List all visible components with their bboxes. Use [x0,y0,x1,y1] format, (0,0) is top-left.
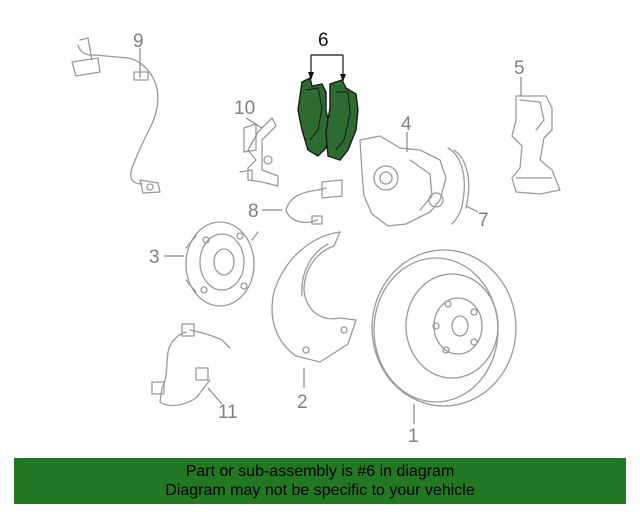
part-9-sensor-cable[interactable] [71,37,161,194]
banner-line-1: Part or sub-assembly is #6 in diagram [185,463,455,480]
info-banner: Part or sub-assembly is #6 in diagram Di… [14,458,626,504]
callout-7: 7 [478,210,489,231]
callout-5: 5 [514,58,525,79]
callout-2: 2 [297,392,308,413]
callout-3: 3 [149,247,160,268]
callout-1: 1 [408,426,419,447]
callout-8: 8 [248,201,259,222]
leader-7 [465,205,479,213]
leader-6-arrows [308,72,346,82]
leader-10 [245,117,263,129]
part-2-dust-shield[interactable] [271,231,357,363]
part-7-spring-clip[interactable] [447,147,470,225]
part-1-brake-rotor[interactable] [371,249,517,407]
part-4-caliper[interactable] [359,135,447,227]
part-8-wear-sensor[interactable] [285,179,343,225]
part-6-brake-pads[interactable] [297,76,359,161]
callout-4: 4 [401,114,412,135]
banner-line-2: Diagram may not be specific to your vehi… [165,482,475,499]
callout-11: 11 [218,402,238,423]
part-5-caliper-bracket[interactable] [511,95,561,195]
leader-11 [207,387,223,405]
part-10-bracket[interactable] [239,117,279,187]
callout-6: 6 [318,30,329,51]
part-3-wheel-hub[interactable] [185,221,259,307]
part-11-sensor-cable[interactable] [151,323,231,407]
callout-9: 9 [133,31,144,52]
callout-10: 10 [234,98,255,119]
leader-6 [310,54,344,80]
